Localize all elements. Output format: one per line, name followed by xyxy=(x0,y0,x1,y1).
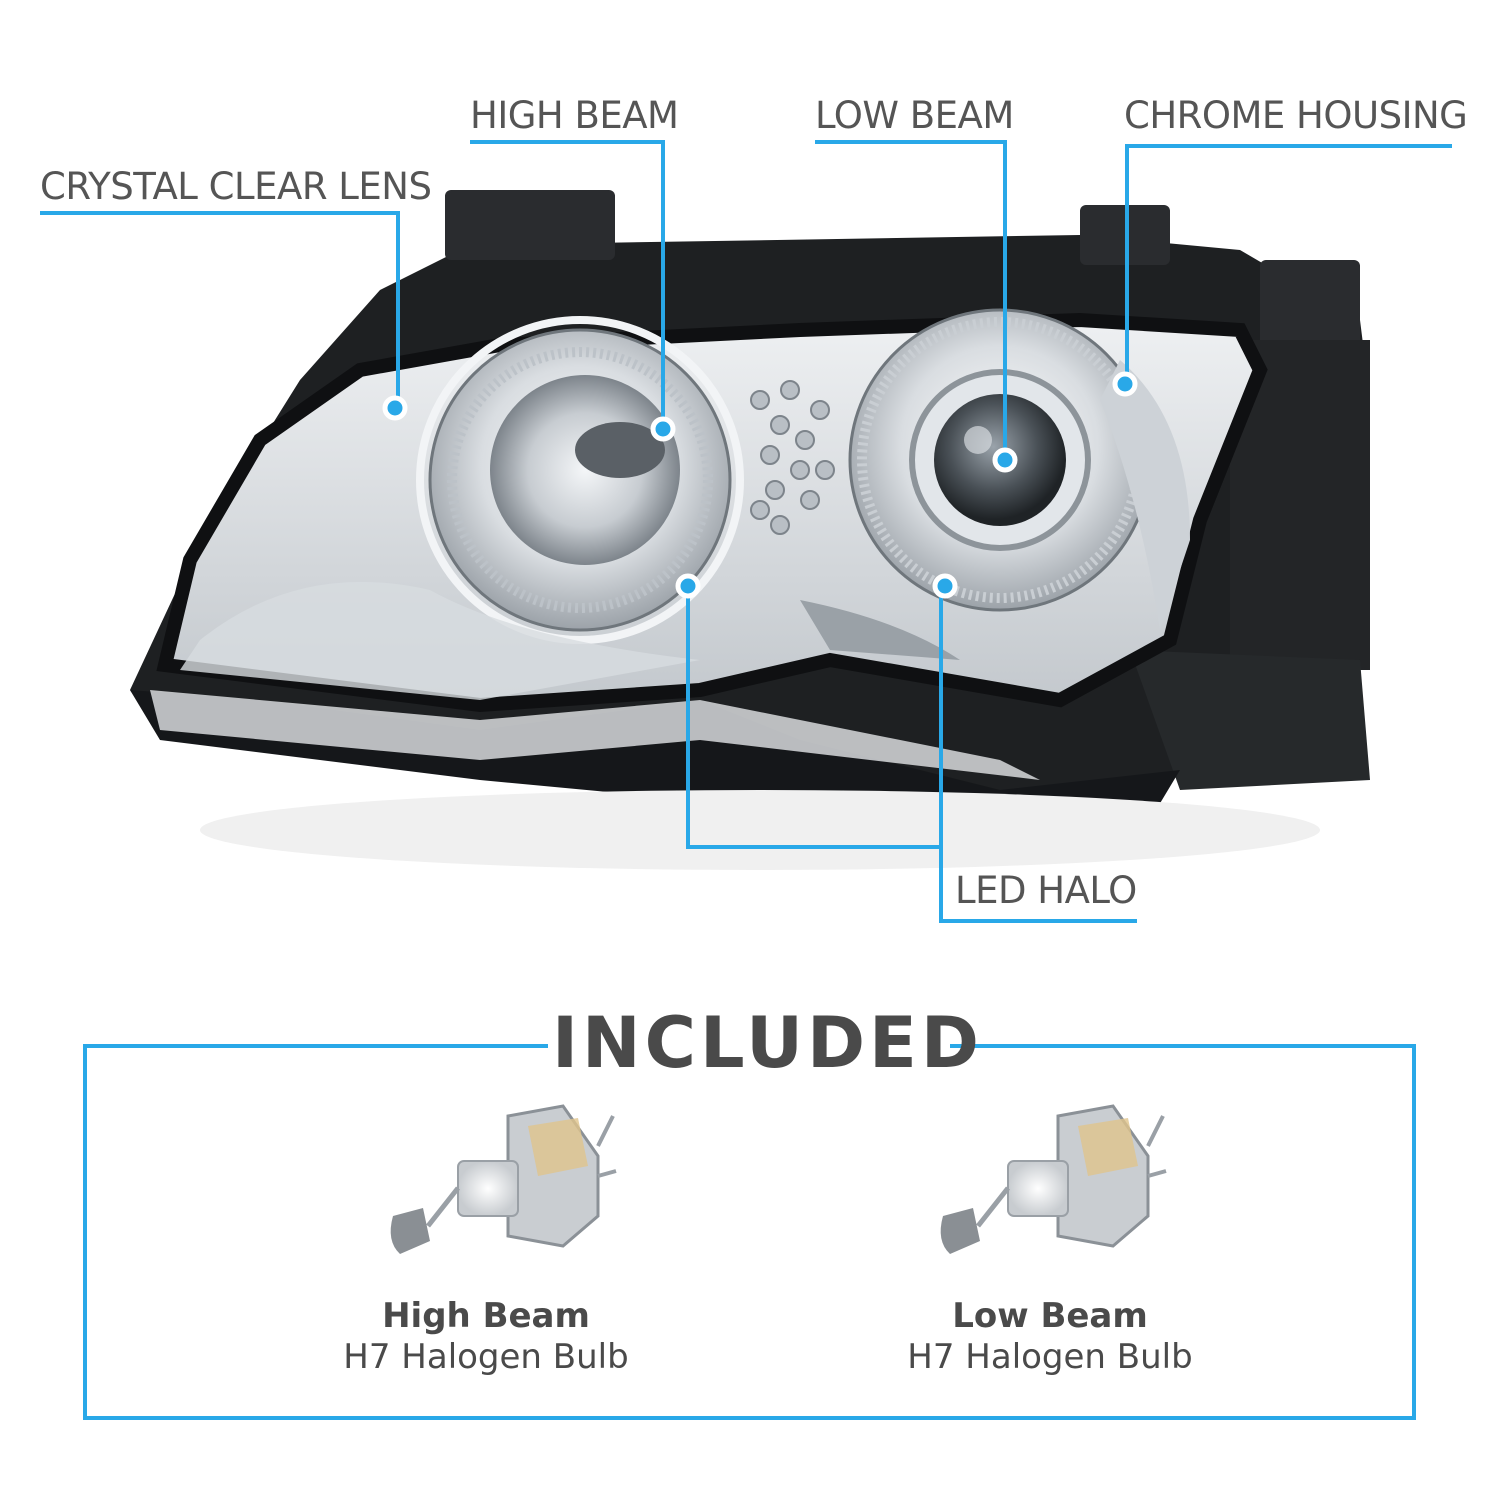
callout-led-halo: LED HALO xyxy=(955,869,1137,912)
callout-dot xyxy=(992,447,1018,473)
callout-high-beam: HIGH BEAM xyxy=(470,94,679,137)
included-title: INCLUDED xyxy=(552,1002,983,1084)
bulb-caption-high-beam: High Beam H7 Halogen Bulb xyxy=(266,1296,706,1378)
callout-dot xyxy=(1112,371,1138,397)
h7-bulb-icon xyxy=(390,1104,617,1254)
high-beam-reflector xyxy=(416,316,744,644)
callout-dot xyxy=(382,395,408,421)
callout-dot xyxy=(650,416,676,442)
included-box-frame xyxy=(83,1044,1416,1420)
bulb-type: H7 Halogen Bulb xyxy=(907,1336,1193,1377)
bulb-type: H7 Halogen Bulb xyxy=(343,1336,629,1377)
bulb-name: High Beam xyxy=(382,1296,590,1336)
callout-crystal-clear-lens: CRYSTAL CLEAR LENS xyxy=(40,165,432,208)
callout-dot xyxy=(932,573,958,599)
h7-bulb-icon xyxy=(940,1104,1167,1254)
callout-chrome-housing: CHROME HOUSING xyxy=(1124,94,1468,137)
chrome-housing xyxy=(180,360,1190,700)
bulb-name: Low Beam xyxy=(952,1296,1148,1336)
bulb-caption-low-beam: Low Beam H7 Halogen Bulb xyxy=(830,1296,1270,1378)
callout-dot xyxy=(675,573,701,599)
callout-lines xyxy=(40,140,1452,923)
callout-low-beam: LOW BEAM xyxy=(815,94,1014,137)
led-cluster xyxy=(750,380,835,535)
